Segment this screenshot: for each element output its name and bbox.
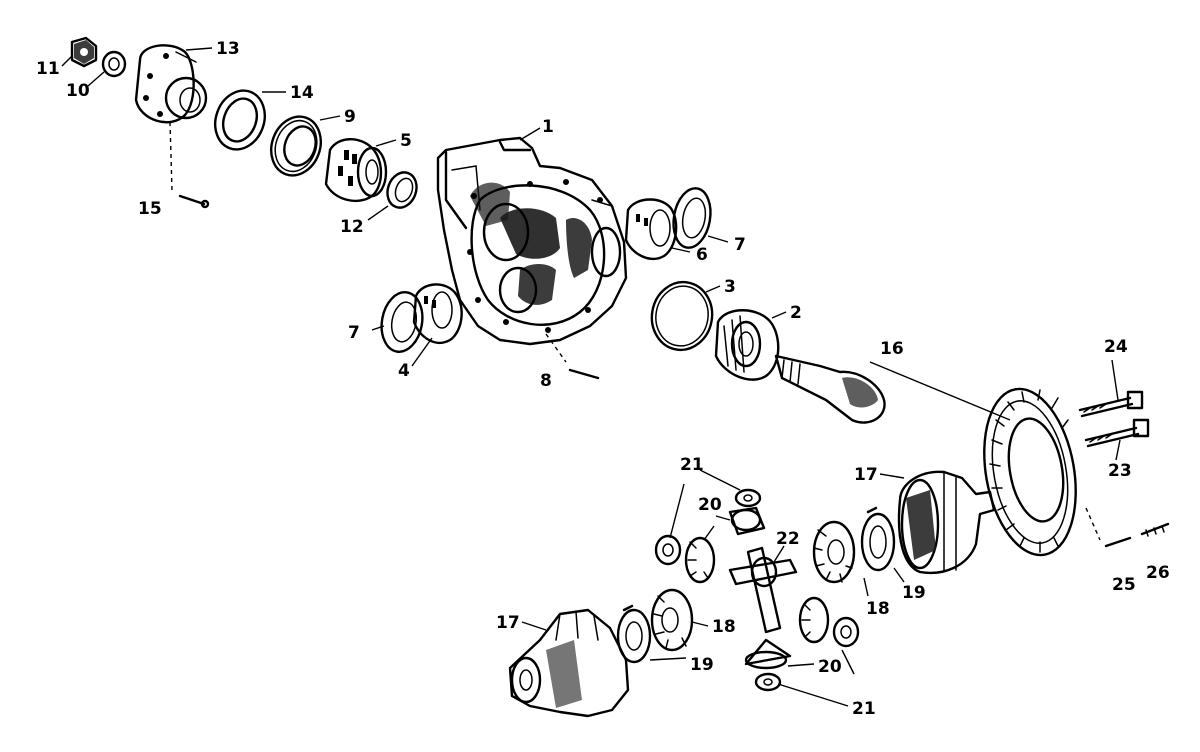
part-22-cross-shaft <box>728 546 798 634</box>
label-18-left: 18 <box>712 617 736 637</box>
ring-gear <box>983 387 1077 557</box>
part-15-pin <box>169 121 210 209</box>
part-13-flange <box>134 44 208 124</box>
label-21-top: 21 <box>680 455 704 475</box>
label-20-top: 20 <box>698 495 722 515</box>
label-1: 1 <box>542 117 554 137</box>
part-18-side-gear-left <box>650 588 694 652</box>
label-2: 2 <box>790 303 802 323</box>
part-11-nut <box>70 36 98 68</box>
label-12: 12 <box>340 217 364 237</box>
part-21-washer-top <box>734 488 762 508</box>
label-26: 26 <box>1146 563 1170 583</box>
label-7-lower: 7 <box>348 323 360 343</box>
part-1-housing <box>436 136 628 346</box>
part-16-pinion-shaft <box>774 354 886 424</box>
label-11: 11 <box>36 59 60 79</box>
label-17-right: 17 <box>854 465 878 485</box>
part-18-side-gear-right <box>812 520 856 584</box>
label-17-left: 17 <box>496 613 520 633</box>
part-19-washer-right <box>860 506 896 572</box>
part-7-seal-upper <box>672 187 712 249</box>
part-20-pinion-gear-left <box>684 536 716 584</box>
label-19-right: 19 <box>902 583 926 603</box>
part-5-bearing <box>324 138 388 203</box>
part-19-washer-left <box>616 604 652 664</box>
part-26-pin <box>1140 522 1170 537</box>
part-10-washer <box>101 50 127 78</box>
part-17-case-left <box>508 608 630 718</box>
label-13: 13 <box>216 39 240 59</box>
label-5: 5 <box>400 131 412 151</box>
part-21-washer-right <box>832 616 860 648</box>
part-21-washer-bottom <box>754 672 782 692</box>
part-2-pinion-bearing <box>714 309 780 381</box>
part-8-pin <box>545 333 600 380</box>
part-6-bearing <box>624 198 678 261</box>
part-17-case-right <box>897 470 996 575</box>
label-15: 15 <box>138 199 162 219</box>
part-4-bearing <box>412 283 463 345</box>
part-20-pinion-gear-lower <box>744 638 792 670</box>
label-20-bottom: 20 <box>818 657 842 677</box>
part-23-bolt <box>1084 418 1150 448</box>
label-16: 16 <box>880 339 904 359</box>
label-10: 10 <box>66 81 90 101</box>
label-22: 22 <box>776 529 800 549</box>
part-9-bearing-race <box>270 115 322 177</box>
part-21-washer-left <box>654 534 682 566</box>
part-20-pinion-gear-upper <box>728 506 766 536</box>
label-6: 6 <box>696 245 708 265</box>
part-24-bolt <box>1078 390 1144 418</box>
label-18-right: 18 <box>866 599 890 619</box>
part-14-seal <box>214 89 266 151</box>
label-24: 24 <box>1104 337 1128 357</box>
part-12-spacer <box>386 171 418 209</box>
leader-lines <box>61 47 1121 707</box>
part-3-shim <box>650 280 714 352</box>
label-14: 14 <box>290 83 314 103</box>
label-25: 25 <box>1112 575 1136 595</box>
part-7-seal-lower <box>380 291 424 353</box>
label-23: 23 <box>1108 461 1132 481</box>
part-25-pin <box>1085 507 1132 548</box>
label-8: 8 <box>540 371 552 391</box>
part-labels: 11 10 13 14 9 5 12 15 1 6 7 3 2 7 4 8 16… <box>36 39 1170 719</box>
label-7-upper: 7 <box>734 235 746 255</box>
label-4: 4 <box>398 361 410 381</box>
label-21-bottom: 21 <box>852 699 876 719</box>
part-20-pinion-gear-right <box>798 596 830 644</box>
label-9: 9 <box>344 107 356 127</box>
label-19-left: 19 <box>690 655 714 675</box>
label-3: 3 <box>724 277 736 297</box>
